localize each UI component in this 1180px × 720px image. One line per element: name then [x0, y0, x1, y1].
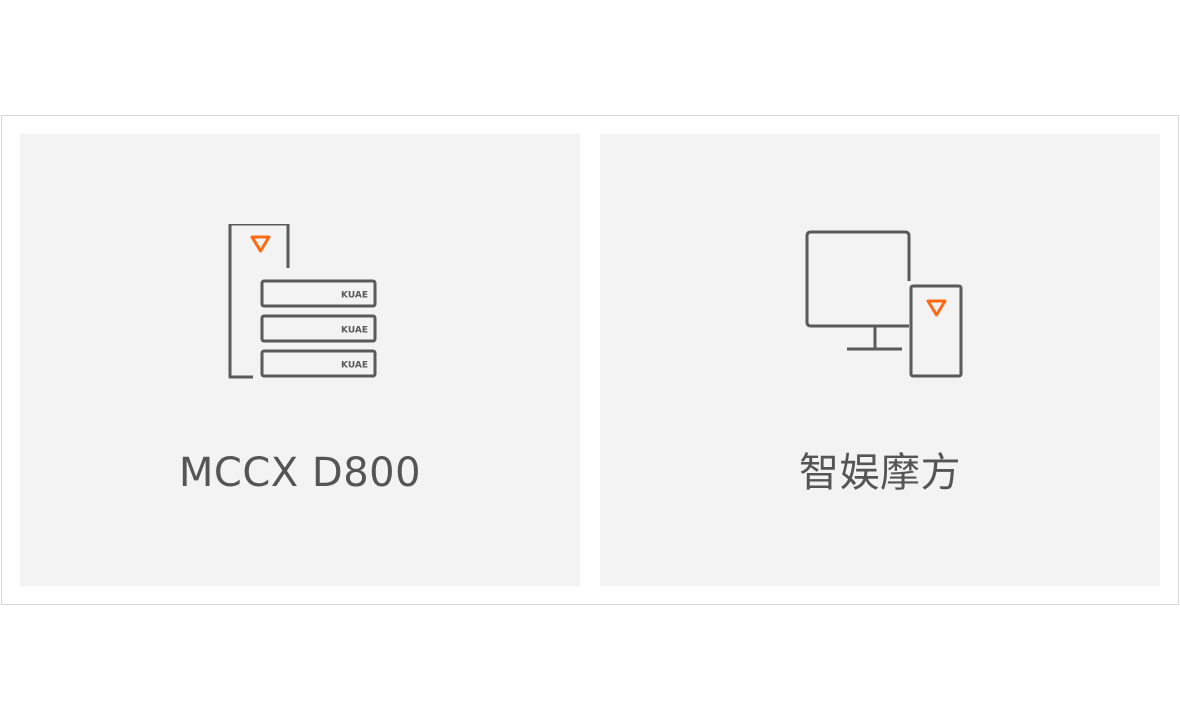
product-panel: KUAE KUAE KUAE MCCX D800 智娱摩方 — [1, 115, 1179, 605]
server-cluster-icon: KUAE KUAE KUAE — [20, 224, 580, 394]
rack-label-3: KUAE — [341, 361, 368, 371]
product-title: MCCX D800 — [178, 450, 422, 496]
rack-label-2: KUAE — [341, 326, 368, 336]
product-card-zhiyu-mofang[interactable]: 智娱摩方 — [600, 134, 1160, 586]
product-card-mccx-d800[interactable]: KUAE KUAE KUAE MCCX D800 — [20, 134, 580, 586]
desktop-and-phone-icon — [600, 224, 1160, 394]
product-title: 智娱摩方 — [799, 450, 961, 496]
rack-label-1: KUAE — [341, 291, 368, 301]
